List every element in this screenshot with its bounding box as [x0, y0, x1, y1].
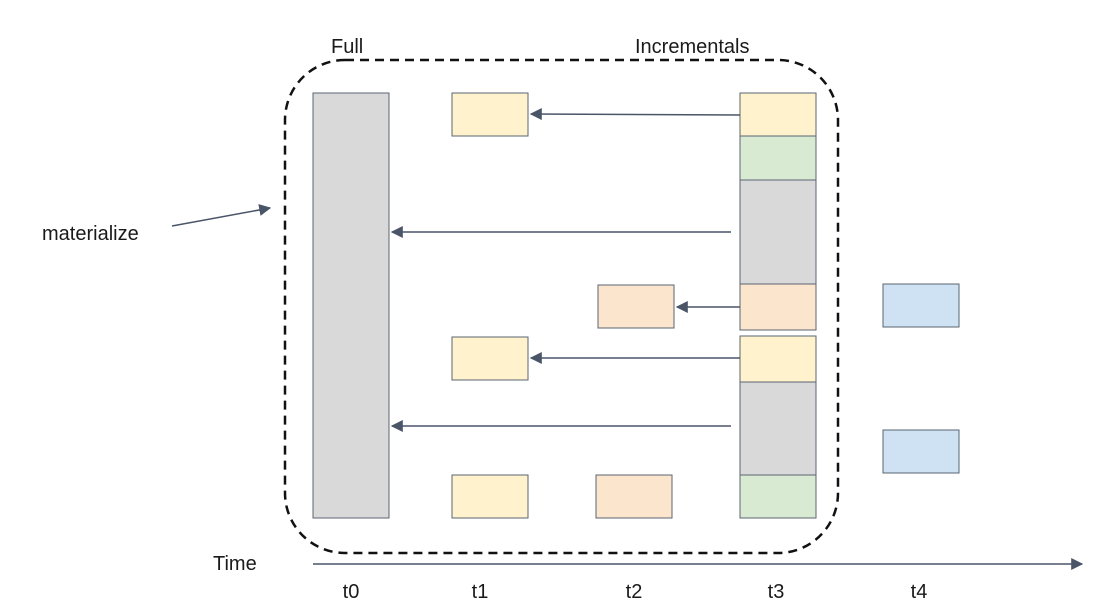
t3-segment-gray-1 [739, 179, 817, 285]
materialize-arrow [171, 204, 272, 227]
t2-block-1 [597, 284, 675, 329]
tick-t2: t2 [626, 581, 643, 603]
snapshot-boundary [283, 58, 840, 555]
materialize-label: materialize [42, 223, 139, 245]
t2-block-2 [595, 474, 673, 519]
t3-segment-yellow-2 [739, 335, 817, 383]
t4-block-2 [882, 429, 960, 474]
t1-block-3 [451, 474, 529, 519]
tick-t0: t0 [343, 581, 360, 603]
time-label: Time [213, 553, 257, 575]
incrementals-label: Incrementals [635, 36, 750, 58]
tick-t4: t4 [911, 581, 928, 603]
full-label: Full [331, 36, 363, 58]
t3-segment-yellow-1 [739, 92, 817, 137]
tick-t1: t1 [472, 581, 489, 603]
t3-segment-orange [739, 283, 817, 331]
t3-segment-green-2 [739, 474, 817, 519]
t3-segment-green-1 [739, 135, 817, 181]
t4-block-1 [882, 283, 960, 328]
arrow-to-t1-block-1 [529, 108, 741, 121]
t1-block-2 [451, 336, 529, 381]
tick-t3: t3 [768, 581, 785, 603]
t1-block-1 [451, 92, 529, 137]
t3-segment-gray-2 [739, 381, 817, 476]
full-block [312, 92, 390, 519]
